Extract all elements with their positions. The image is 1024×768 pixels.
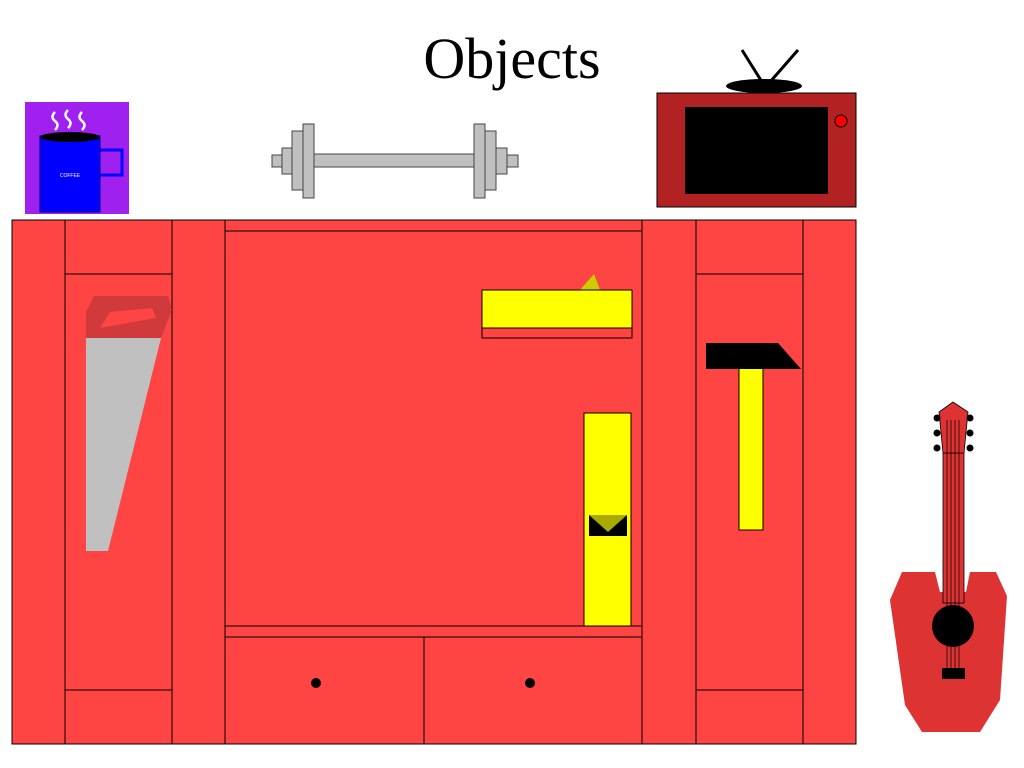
dumbbell-icon[interactable] [271,123,519,199]
guitar-tuning-pegs [933,414,974,452]
cabinet-left-divider [171,219,226,745]
guitar-body [890,572,1007,732]
tv-antenna-base [726,79,802,93]
saw-handle [86,296,172,338]
guitar-sound-hole [932,605,974,647]
guitar-bridge [942,668,965,679]
cabinet-right-post [802,219,857,745]
television-icon[interactable] [656,49,857,208]
guitar-neck [942,452,965,604]
cabinet-left-post [11,219,66,745]
hammer-handle [738,367,764,531]
tv-antenna-left [740,49,764,83]
hammer-head [706,343,801,369]
mug-body [39,135,101,213]
drawer-knob-left[interactable] [311,678,321,688]
saw-blade [86,338,161,551]
level-tool-icon[interactable] [481,274,633,339]
spirit-level-icon[interactable] [583,412,632,627]
hammer-icon[interactable] [706,343,801,531]
tv-antenna-right [768,49,800,83]
drawer-knob-right[interactable] [525,678,535,688]
level-tool-body [481,289,633,329]
tv-screen [685,107,828,194]
guitar-headstock [938,401,969,454]
cabinet-right-divider [641,219,697,745]
mug-label: COFFEE [60,173,81,179]
tv-knob [834,114,848,128]
mug-handle [100,148,124,177]
mug-top [40,132,100,142]
saw-icon[interactable] [86,296,172,551]
page-title: Objects [423,26,601,91]
coffee-mug-icon[interactable]: COFFEE [25,102,129,214]
guitar-icon[interactable] [890,401,1007,732]
level-tool-tip [580,274,600,290]
level-tool-base [481,327,633,339]
steam-icon [51,109,86,131]
